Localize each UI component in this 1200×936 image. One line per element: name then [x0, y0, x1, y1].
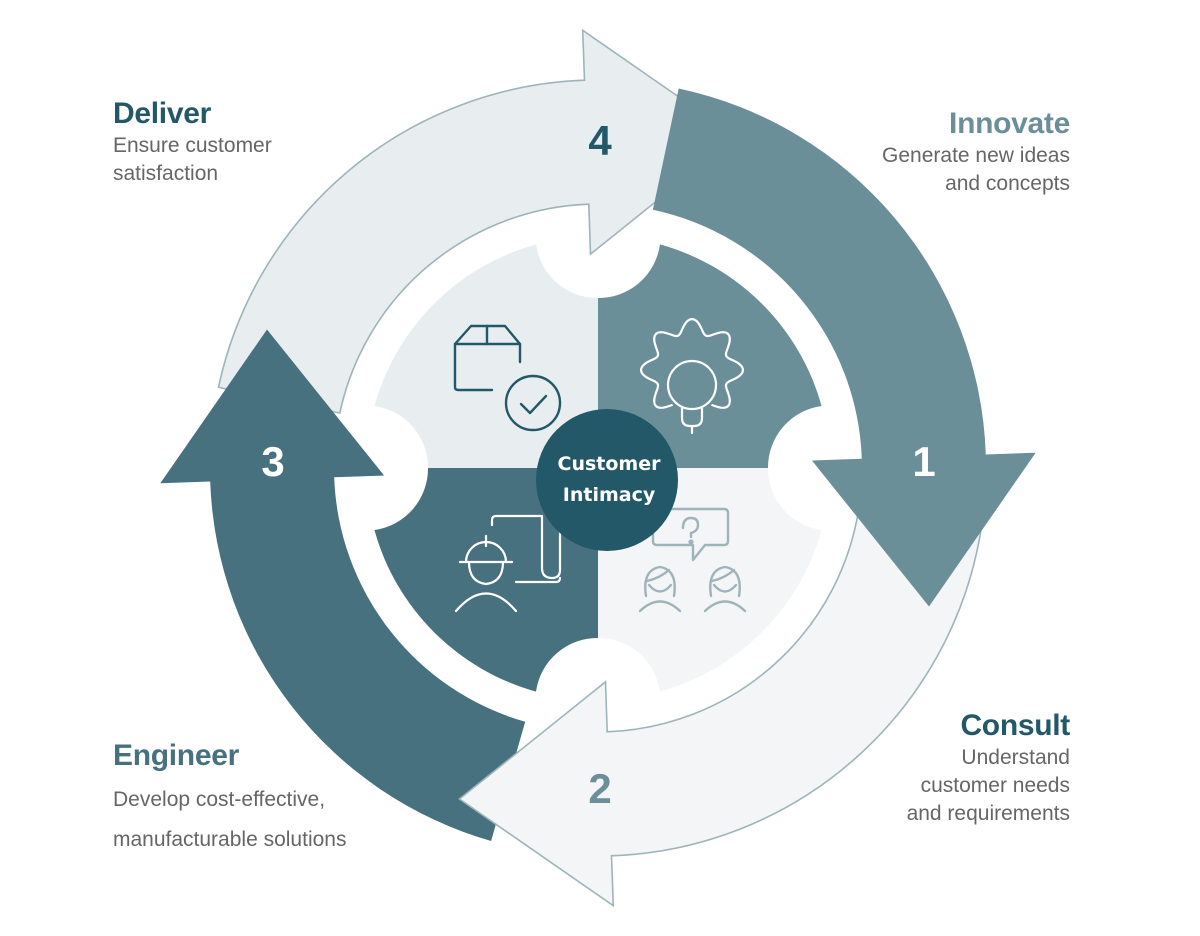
- arrow-innovate: [652, 88, 1036, 607]
- center-label-line1: Customer: [558, 453, 662, 475]
- step-desc-engineer-line1: Develop cost-effective,: [113, 788, 326, 811]
- quadrant-deliver: [374, 244, 598, 468]
- step-label-deliver: Deliver Ensure customer satisfaction: [113, 96, 272, 188]
- gear-lightbulb-icon: [639, 317, 745, 435]
- engineer-blueprint-icon: [454, 514, 562, 613]
- step-desc-consult-line3: and requirements: [906, 802, 1070, 825]
- step-number-2: 2: [588, 765, 611, 812]
- step-number-4: 4: [588, 117, 612, 164]
- step-desc-consult-line2: customer needs: [920, 774, 1070, 797]
- quadrant-innovate: [598, 244, 822, 468]
- step-label-consult: Consult Understand customer needs and re…: [906, 708, 1071, 828]
- step-desc-consult-line1: Understand: [961, 746, 1070, 769]
- arrow-deliver: [217, 28, 738, 415]
- step-label-engineer: Engineer Develop cost-effective, manufac…: [113, 738, 346, 854]
- box-check-icon: [453, 324, 562, 432]
- arrow-engineer: [160, 329, 526, 841]
- step-number-1: 1: [912, 438, 935, 485]
- step-title-engineer: Engineer: [113, 739, 239, 772]
- step-title-consult: Consult: [960, 709, 1070, 742]
- step-desc-engineer-line2: manufacturable solutions: [113, 828, 347, 851]
- step-number-3: 3: [261, 438, 284, 485]
- step-label-innovate: Innovate Generate new ideas and concepts: [882, 106, 1070, 198]
- step-title-deliver: Deliver: [113, 97, 211, 130]
- step-desc-deliver-line1: Ensure customer: [113, 134, 272, 157]
- outer-ring: [160, 28, 1036, 908]
- step-desc-innovate-line1: Generate new ideas: [882, 144, 1070, 167]
- step-desc-innovate-line2: and concepts: [945, 172, 1070, 195]
- arrow-consult: [458, 503, 984, 908]
- step-desc-deliver-line2: satisfaction: [113, 162, 219, 185]
- step-title-innovate: Innovate: [949, 107, 1070, 140]
- center-label-line2: Intimacy: [563, 484, 656, 506]
- center-circle: [536, 409, 678, 551]
